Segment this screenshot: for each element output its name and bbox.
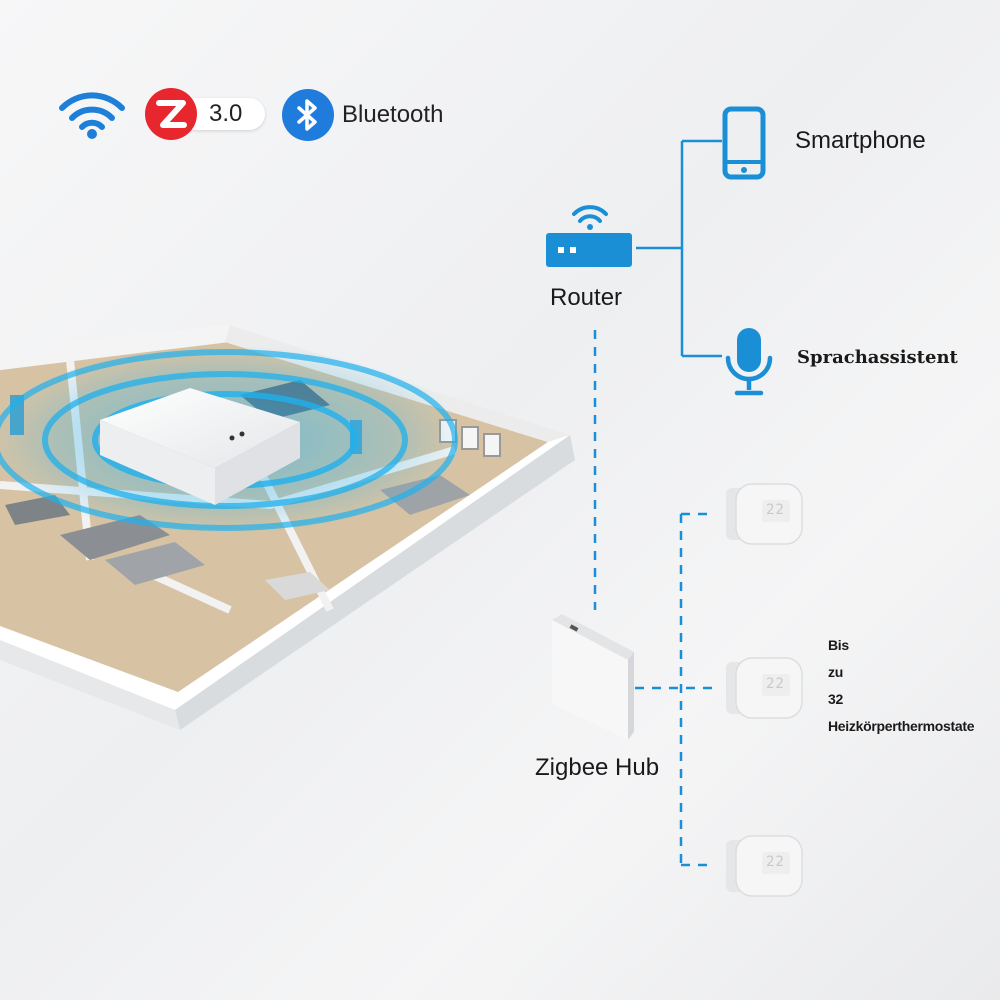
zigbee-hub-device — [548, 612, 638, 742]
note-line-3: 32 — [828, 691, 843, 707]
thermostat-1: 22 — [724, 482, 810, 546]
router-label: Router — [550, 284, 623, 311]
zigbee-version: 3.0 — [209, 100, 243, 127]
note-line-2: zu — [828, 664, 843, 680]
thermostat-3: 22 — [724, 834, 810, 898]
voice-assistant-label: Sprachassistent — [797, 347, 958, 368]
thermostat-count-note: Bis zu 32 Heizkörperthermostate — [828, 632, 998, 740]
note-line-1: Bis — [828, 637, 849, 653]
connector-lines — [630, 130, 730, 370]
zigbee-hub-label: Zigbee Hub — [535, 754, 660, 781]
bluetooth-badge: Bluetooth — [282, 88, 462, 142]
thermostat-display: 22 — [766, 854, 785, 870]
thermostat-display: 22 — [766, 502, 785, 518]
thermostat-display: 22 — [766, 676, 785, 692]
router-icon — [546, 200, 634, 270]
dashed-connector-lines — [585, 320, 725, 880]
bluetooth-icon — [282, 89, 334, 141]
zigbee-icon — [145, 88, 197, 140]
microphone-icon — [722, 326, 776, 398]
zigbee-badge: 3.0 — [145, 88, 267, 140]
house-floorplan-illustration — [0, 310, 590, 730]
smartphone-label: Smartphone — [795, 127, 926, 154]
note-line-4: Heizkörperthermostate — [828, 718, 975, 734]
wifi-icon — [58, 88, 126, 140]
smartphone-icon — [722, 106, 766, 180]
thermostat-2: 22 — [724, 656, 810, 720]
bluetooth-label: Bluetooth — [342, 101, 444, 128]
